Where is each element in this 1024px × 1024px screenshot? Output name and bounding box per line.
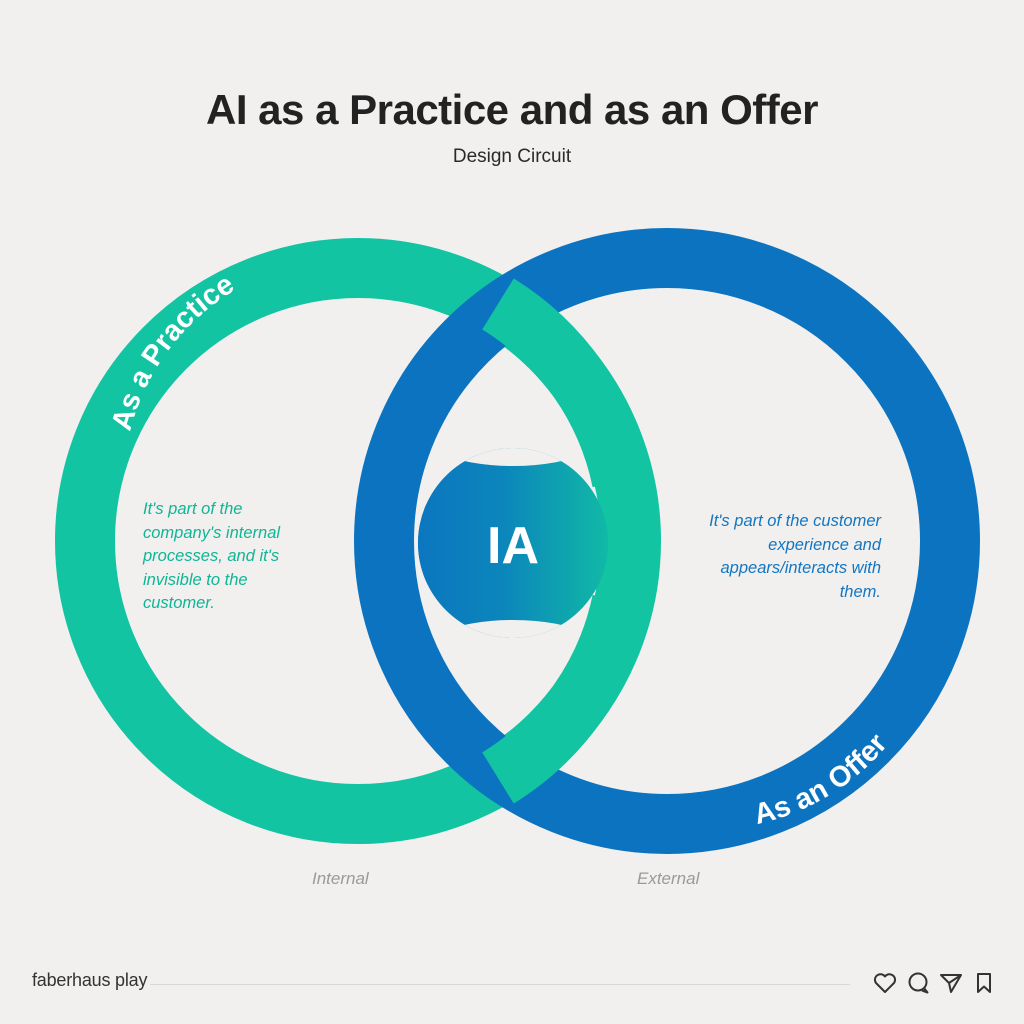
ia-label: IA: [487, 517, 539, 575]
brand-name: faberhaus play: [32, 970, 148, 990]
footer-divider: [150, 984, 850, 985]
page-title: AI as a Practice and as an Offer: [206, 86, 818, 133]
comment-icon[interactable]: [905, 970, 931, 996]
external-axis-label: External: [637, 869, 700, 888]
ia-center-shape: [418, 448, 608, 638]
bookmark-icon[interactable]: [971, 970, 997, 996]
send-icon[interactable]: [938, 970, 964, 996]
practice-ring-overlap-bottom: [481, 594, 652, 804]
practice-ring: [55, 238, 661, 844]
practice-description: It's part of the company's internal proc…: [143, 500, 281, 612]
page-subtitle: Design Circuit: [452, 146, 572, 167]
offer-description: It's part of the customer experience and…: [709, 512, 881, 601]
practice-ring-overlap-top: [481, 278, 652, 488]
offer-ring: [354, 228, 980, 854]
social-actions: [872, 970, 997, 996]
internal-axis-label: Internal: [312, 869, 369, 888]
heart-icon[interactable]: [872, 970, 898, 996]
